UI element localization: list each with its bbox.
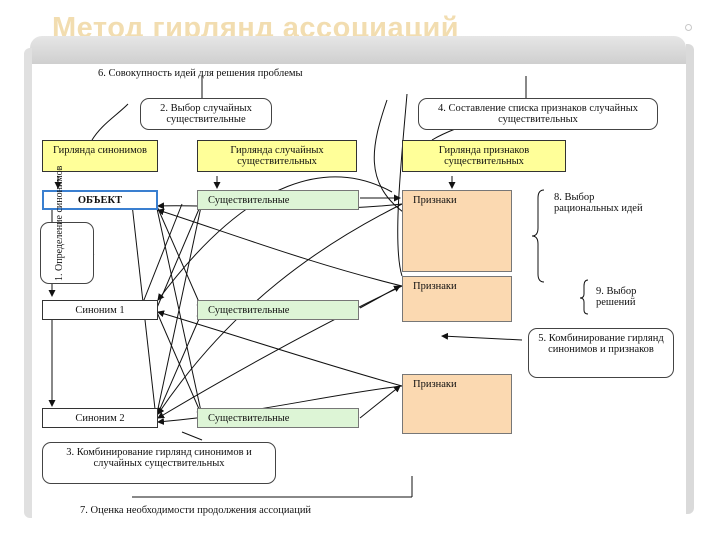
synonym2-box: Синоним 2 [42, 408, 158, 428]
garland-diagram: 6. Совокупность идей для решения проблем… [32, 64, 686, 520]
step8-label: 8. Выбор рациональных идей [554, 192, 643, 214]
step1-label: 1. Определение синонимов [54, 165, 65, 281]
object-box: ОБЪЕКТ [42, 190, 158, 210]
garland-random-box: Гирлянда случайных существительных [197, 140, 357, 172]
step2-box: 2. Выбор случайных существительные [140, 98, 272, 130]
noun-row2-box: Существительные [197, 300, 359, 320]
step4-box: 4. Составление списка признаков случайны… [418, 98, 658, 130]
garland-features-box: Гирлянда признаков существительных [402, 140, 566, 172]
frame-right-edge [686, 44, 694, 514]
step7-label: 7. Оценка необходимости продолжения ассо… [80, 505, 312, 516]
noun-row3-box: Существительные [197, 408, 359, 428]
features-box-3: Признаки [402, 374, 512, 434]
corner-dot-icon [685, 24, 692, 31]
garland-synonyms-box: Гирлянда синонимов [42, 140, 158, 172]
step9-label: 9. Выбор решений [596, 286, 637, 308]
step3-box: 3. Комбинирование гирлянд синонимов и сл… [42, 442, 276, 484]
step1-callout: 1. Определение синонимов [40, 165, 94, 284]
noun-row1-box: Существительные [197, 190, 359, 210]
features-box-2: Признаки [402, 276, 512, 322]
step5-box: 5. Комбинирование гирлянд синонимов и пр… [528, 328, 674, 378]
frame-top-bar [30, 36, 686, 64]
frame-left-edge [24, 48, 32, 518]
step6-label: 6. Совокупность идей для решения проблем… [98, 68, 303, 79]
synonym1-box: Синоним 1 [42, 300, 158, 320]
features-box-1: Признаки [402, 190, 512, 272]
